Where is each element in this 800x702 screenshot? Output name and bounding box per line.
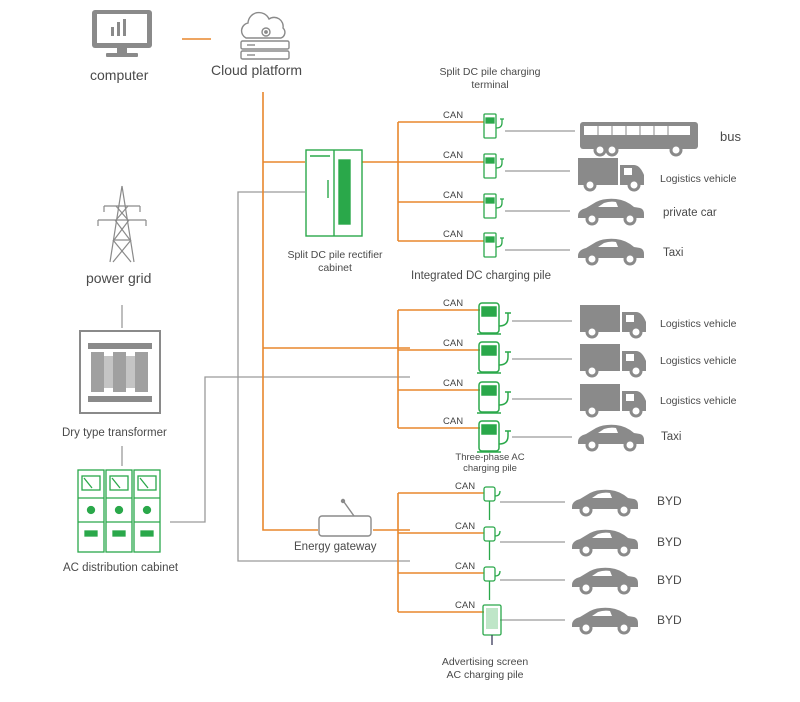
three-phase-label: Three-phase AC charging pile <box>440 452 540 475</box>
advertising-label-line1: Advertising screen <box>441 656 529 668</box>
vehicle-label: bus <box>720 129 741 144</box>
energy-gateway-label: Energy gateway <box>294 541 377 553</box>
vehicle-label: Logistics vehicle <box>660 173 737 185</box>
can-label: CAN <box>443 378 464 389</box>
rectifier-label-line1: Split DC pile rectifier <box>287 249 383 261</box>
advertising-pile-label: Advertising screen AC charging pile <box>430 656 540 681</box>
vehicle-label: BYD <box>657 573 682 587</box>
rectifier-cabinet-icon <box>305 149 363 237</box>
can-label: CAN <box>443 190 464 201</box>
car-icon <box>572 529 638 557</box>
orange-communication-lines <box>182 38 484 613</box>
computer-label: computer <box>90 67 149 83</box>
split-terminal-label: Split DC pile charging terminal <box>410 66 570 91</box>
ac-wall-pile <box>483 526 501 560</box>
rectifier-label-line2: cabinet <box>318 261 352 274</box>
can-label: CAN <box>443 150 464 161</box>
vehicle-label: Taxi <box>661 431 682 443</box>
power-tower-icon <box>97 185 147 263</box>
ac-wall-pile <box>483 486 501 520</box>
split-dc-terminal <box>483 113 504 139</box>
transformer-label: Dry type transformer <box>62 427 167 439</box>
truck-icon <box>580 384 646 418</box>
can-label: CAN <box>455 600 476 611</box>
vehicle-label: BYD <box>657 535 682 549</box>
vehicle-label: Taxi <box>663 247 684 259</box>
integrated-dc-pile <box>477 341 511 374</box>
vehicle-label: Logistics vehicle <box>660 355 737 367</box>
integrated-pile-label: Integrated DC charging pile <box>411 270 551 282</box>
gray-power-lines <box>121 130 575 621</box>
car-icon <box>572 567 638 595</box>
cloud-platform-label: Cloud platform <box>211 62 303 78</box>
energy-gateway-icon <box>318 498 372 537</box>
car-icon <box>578 198 644 226</box>
can-label: CAN <box>443 110 464 121</box>
integrated-dc-pile <box>477 302 511 335</box>
split-dc-terminals <box>483 113 504 258</box>
vehicle-label: Logistics vehicle <box>660 395 737 407</box>
rectifier-to-ac-line <box>237 191 410 562</box>
advertising-screen-pile <box>482 604 502 645</box>
vehicle-label: Logistics vehicle <box>660 318 737 330</box>
truck-icon <box>580 344 646 378</box>
vehicle-label: BYD <box>657 613 682 627</box>
split-terminal-label-line2: terminal <box>471 78 509 91</box>
can-label: CAN <box>455 521 476 532</box>
integrated-dc-pile <box>477 420 511 453</box>
power-grid-label: power grid <box>86 270 152 286</box>
truck-icon <box>578 158 644 192</box>
car-icon <box>578 424 644 452</box>
car-icon <box>572 489 638 517</box>
truck-icon <box>580 305 646 339</box>
car-icon <box>578 238 644 266</box>
cloud-trunk-line <box>262 92 318 531</box>
ac-distribution-cabinet-icon <box>77 469 161 553</box>
advertising-label-line2: AC charging pile <box>446 668 524 681</box>
split-terminal-label-line1: Split DC pile charging <box>439 66 541 78</box>
split-dc-terminal <box>483 232 504 258</box>
can-label: CAN <box>455 481 476 492</box>
can-label: CAN <box>443 298 464 309</box>
ac-piles <box>482 486 502 645</box>
ac-cabinet-label: AC distribution cabinet <box>63 562 179 574</box>
can-label: CAN <box>443 229 464 240</box>
can-label: CAN <box>443 416 464 427</box>
cloud-platform-icon <box>240 11 290 60</box>
can-label: CAN <box>455 561 476 572</box>
can-label: CAN <box>443 338 464 349</box>
split-dc-terminal <box>483 153 504 179</box>
cabinet-to-integrated-line <box>170 376 410 523</box>
vehicle-label: BYD <box>657 494 682 508</box>
vehicle-label: private car <box>663 207 717 219</box>
dry-transformer-icon <box>79 330 161 414</box>
integrated-dc-pile <box>477 381 511 414</box>
car-icon <box>572 607 638 635</box>
rectifier-label: Split DC pile rectifier cabinet <box>270 249 400 274</box>
three-phase-label-line2: charging pile <box>463 463 517 475</box>
split-dc-terminal <box>483 193 504 219</box>
integrated-dc-piles <box>477 302 511 453</box>
bus-icon <box>580 122 698 157</box>
three-phase-label-line1: Three-phase AC <box>455 452 525 463</box>
computer-icon <box>92 10 152 57</box>
ac-wall-pile <box>483 566 501 600</box>
